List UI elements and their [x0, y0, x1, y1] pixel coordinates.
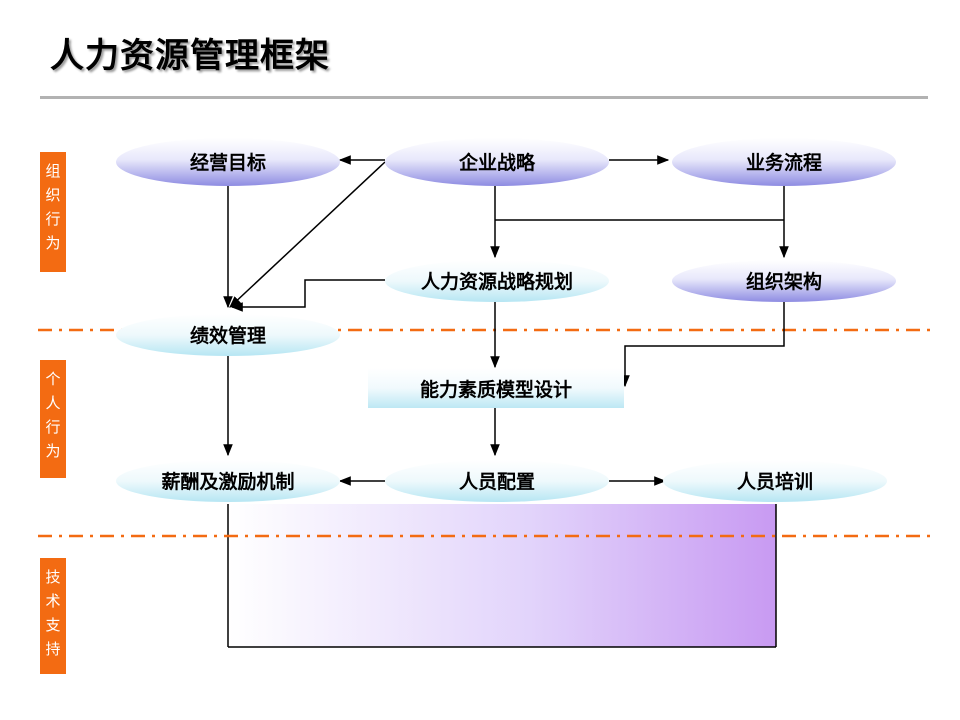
section-label-org-behavior: 组织行为: [40, 152, 66, 272]
section-label-char: 为: [45, 442, 61, 460]
node-shape: [385, 460, 609, 502]
node-org-structure: 组织架构: [672, 260, 896, 302]
section-label-personal-behavior: 个人行为: [40, 360, 66, 478]
title-underline: [40, 96, 928, 99]
node-shape: [672, 260, 896, 302]
section-label-char: 行: [45, 210, 61, 228]
section-label-char: 个: [45, 370, 61, 388]
section-label-char: 术: [45, 592, 61, 610]
node-corporate-strategy: 企业战略: [385, 138, 609, 186]
node-shape: [116, 460, 340, 502]
section-label-char: 支: [45, 616, 61, 634]
node-label: 绩效管理: [190, 324, 266, 347]
node-shape: [672, 138, 896, 186]
node-business-process: 业务流程: [672, 138, 896, 186]
node-staffing: 人员配置: [385, 460, 609, 502]
section-label-text: 技术支持: [40, 565, 66, 661]
tech-support-panel: [228, 504, 776, 647]
node-shape: [116, 314, 340, 356]
node-business-goals: 经营目标: [116, 138, 340, 186]
section-label-char: 人: [45, 394, 61, 412]
arrow-hr-planning-to-performance: [230, 279, 385, 312]
section-label-char: 行: [45, 418, 61, 436]
arrow-org-structure-to-competency: [620, 302, 785, 388]
node-label: 人员配置: [459, 471, 535, 493]
node-label: 能力素质模型设计: [420, 378, 572, 401]
node-training: 人员培训: [663, 460, 887, 502]
page-title: 人力资源管理框架: [50, 36, 330, 76]
node-competency-model: 能力素质模型设计: [368, 368, 624, 408]
node-label: 企业战略: [458, 151, 536, 174]
section-label-text: 个人行为: [40, 367, 66, 463]
node-shape: [116, 138, 340, 186]
node-shape: [385, 260, 609, 302]
node-label: 人员培训: [737, 470, 813, 493]
node-performance-mgmt: 绩效管理: [116, 314, 340, 356]
section-label-char: 织: [45, 186, 61, 204]
node-label: 组织架构: [746, 270, 822, 293]
node-label: 经营目标: [190, 151, 266, 174]
section-label-char: 持: [45, 640, 61, 658]
node-hr-strategy-planning: 人力资源战略规划: [385, 260, 609, 302]
node-shape: [663, 460, 887, 502]
section-label-text: 组织行为: [40, 159, 66, 255]
node-label: 薪酬及激励机制: [161, 470, 294, 493]
node-shape: [385, 138, 609, 186]
node-compensation: 薪酬及激励机制: [116, 460, 340, 502]
section-label-char: 为: [45, 234, 61, 252]
section-label-char: 技: [45, 568, 61, 586]
section-label-tech-support: 技术支持: [40, 558, 66, 674]
arrow-strategy-to-performance: [229, 161, 386, 308]
section-label-char: 组: [45, 162, 61, 180]
node-label: 人力资源战略规划: [421, 270, 573, 293]
node-label: 业务流程: [746, 151, 822, 174]
node-shape: [368, 368, 624, 408]
